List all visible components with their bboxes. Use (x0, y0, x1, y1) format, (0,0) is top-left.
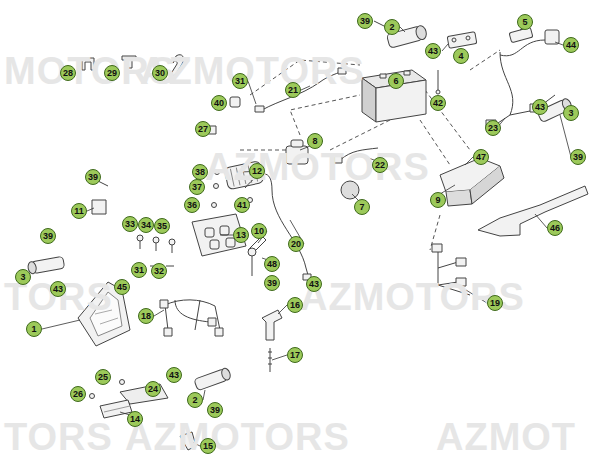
callout-number: 39 (40, 228, 56, 244)
callout-number: 32 (151, 263, 167, 279)
callout-number: 9 (430, 192, 446, 208)
callout-number: 16 (287, 297, 303, 313)
callout-number: 8 (307, 133, 323, 149)
callout-number: 21 (285, 82, 301, 98)
callout-number: 45 (114, 279, 130, 295)
callout-number: 39 (570, 149, 586, 165)
callout-number: 6 (388, 73, 404, 89)
callout-number: 30 (152, 65, 168, 81)
callout-number: 41 (234, 197, 250, 213)
callout-number: 28 (60, 65, 76, 81)
callout-number: 34 (138, 217, 154, 233)
callout-number: 39 (264, 275, 280, 291)
callout-number: 17 (287, 347, 303, 363)
callout-number: 14 (127, 411, 143, 427)
callout-number: 13 (233, 227, 249, 243)
callout-number: 26 (70, 386, 86, 402)
callout-number: 43 (425, 43, 441, 59)
callout-number: 5 (517, 14, 533, 30)
callout-number: 23 (485, 120, 501, 136)
callout-number: 33 (122, 216, 138, 232)
watermark: AZMOTORS (205, 148, 430, 186)
watermark: AZMOT (436, 418, 576, 456)
callout-number: 3 (563, 105, 579, 121)
callout-number: 27 (195, 121, 211, 137)
callout-number: 1 (26, 321, 42, 337)
callout-number: 42 (430, 95, 446, 111)
callout-number: 39 (85, 169, 101, 185)
callout-number: 36 (184, 197, 200, 213)
callout-number: 10 (251, 223, 267, 239)
callout-number: 20 (288, 236, 304, 252)
callout-number: 24 (145, 381, 161, 397)
callout-number: 38 (192, 164, 208, 180)
callout-number: 3 (15, 269, 31, 285)
callout-number: 31 (131, 262, 147, 278)
callout-number: 19 (487, 295, 503, 311)
callout-number: 44 (563, 37, 579, 53)
callout-number: 7 (354, 199, 370, 215)
callout-number: 43 (166, 367, 182, 383)
callout-number: 37 (189, 179, 205, 195)
callout-number: 12 (249, 163, 265, 179)
callout-number: 25 (95, 369, 111, 385)
callout-number: 31 (232, 73, 248, 89)
callout-number: 48 (264, 256, 280, 272)
callout-number: 39 (357, 13, 373, 29)
callout-number: 43 (532, 99, 548, 115)
callout-number: 4 (453, 48, 469, 64)
callout-number: 2 (384, 19, 400, 35)
watermark: TORS (4, 418, 113, 456)
callout-number: 18 (138, 308, 154, 324)
callout-number: 43 (50, 281, 66, 297)
callout-number: 46 (547, 220, 563, 236)
callout-number: 47 (473, 149, 489, 165)
callout-number: 22 (372, 157, 388, 173)
callout-number: 2 (187, 392, 203, 408)
watermark: AZMOTORS (125, 418, 350, 456)
callout-number: 40 (211, 95, 227, 111)
callout-number: 39 (207, 402, 223, 418)
callout-number: 29 (104, 65, 120, 81)
callout-number: 43 (306, 276, 322, 292)
callout-number: 35 (154, 218, 170, 234)
watermark: AZMOTORS (140, 52, 365, 90)
callout-number: 15 (200, 438, 216, 454)
callout-number: 11 (71, 203, 87, 219)
